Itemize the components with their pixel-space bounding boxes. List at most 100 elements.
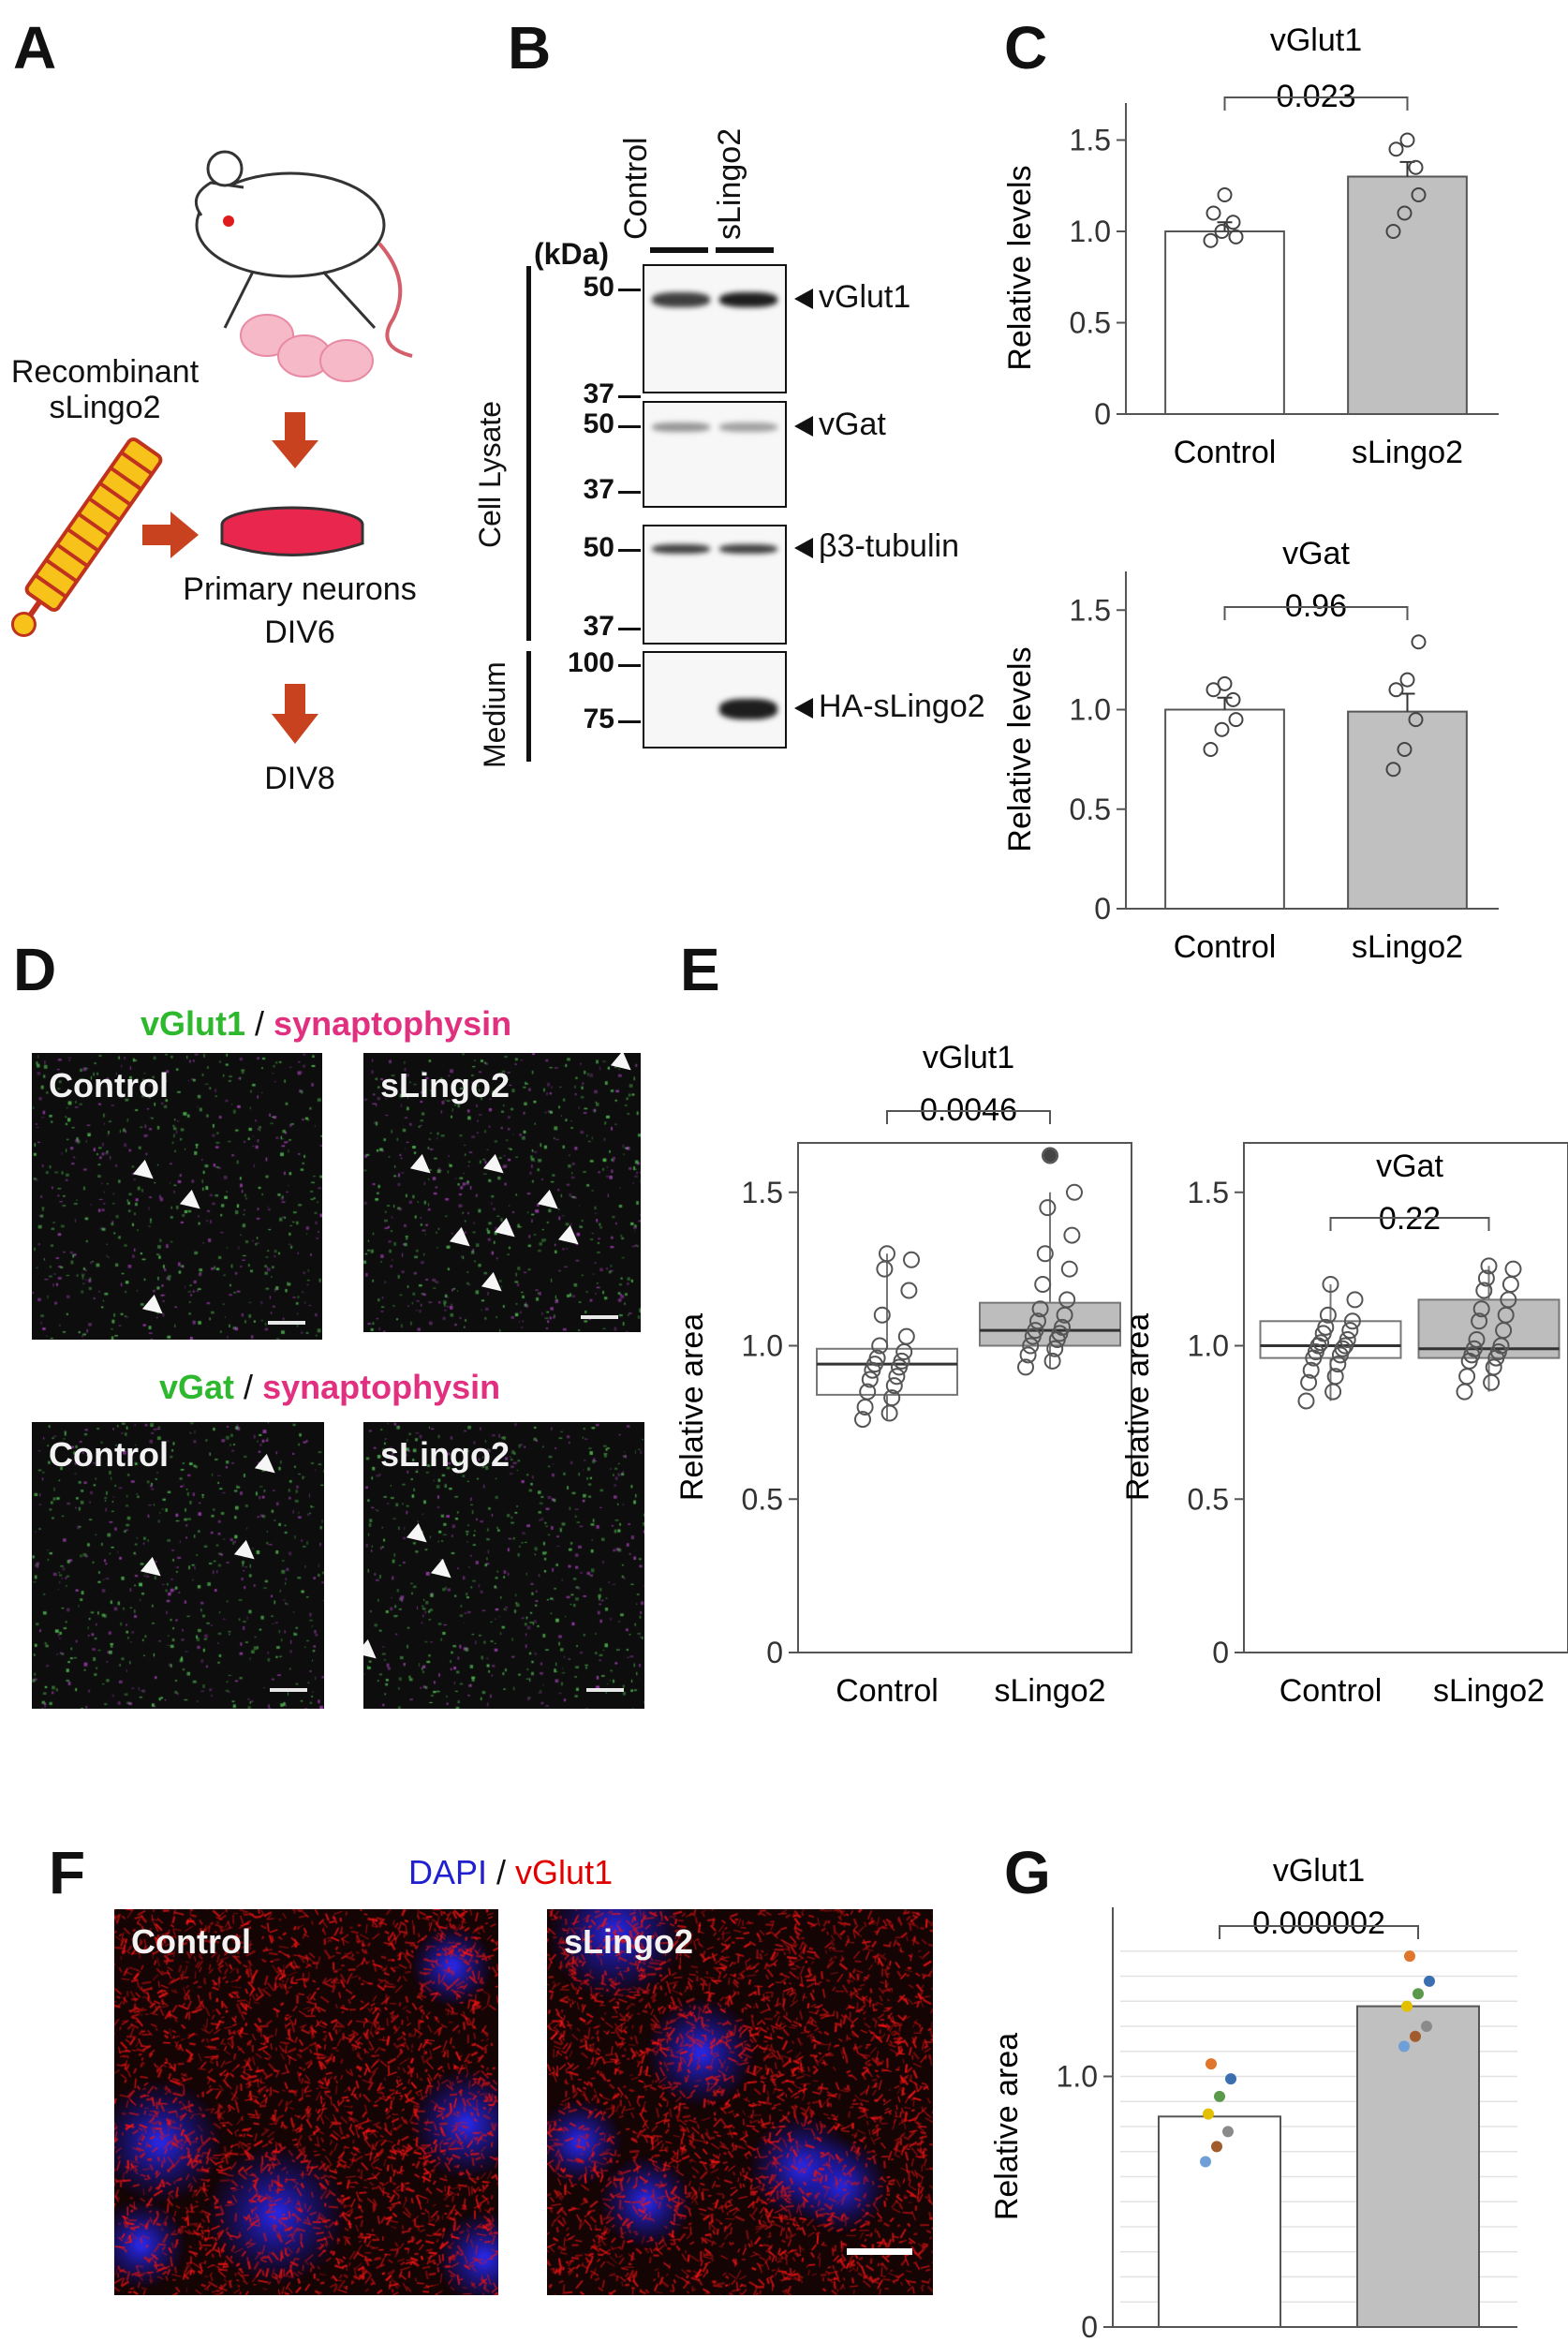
- micrograph-control-vgat: Control: [32, 1422, 324, 1709]
- x-category-label: Control: [1174, 435, 1277, 470]
- y-axis-label: Relative levels: [1002, 165, 1038, 370]
- data-point: [1225, 215, 1241, 230]
- synaptophysin-title: synaptophysin: [262, 1368, 501, 1406]
- bar: [1356, 2005, 1480, 2329]
- data-point: [1339, 1330, 1356, 1348]
- data-point: [1214, 2090, 1225, 2102]
- data-point: [1324, 1383, 1342, 1401]
- panel-letter-a: A: [13, 14, 57, 82]
- lane-bar-slingo2: [716, 247, 774, 253]
- data-point: [1217, 675, 1233, 691]
- x-category-label: Control: [1174, 929, 1277, 965]
- data-point: [903, 1251, 920, 1268]
- mw-marker: 50: [583, 408, 614, 439]
- micrograph-control-dapi-vglut1: Control: [114, 1909, 498, 2295]
- data-point: [1228, 229, 1244, 245]
- data-point: [1401, 2000, 1413, 2012]
- pointer-triangle-icon: [794, 698, 813, 719]
- blot-membrane: [643, 401, 787, 508]
- bar: [1158, 2115, 1281, 2329]
- data-point: [1312, 1334, 1330, 1352]
- data-point: [1054, 1318, 1071, 1336]
- data-point: [1388, 141, 1404, 157]
- data-point: [879, 1245, 895, 1263]
- culture-dish-icon: [220, 506, 364, 556]
- scale-bar: [268, 1321, 305, 1325]
- div6-label: DIV6: [264, 615, 335, 650]
- y-tick-label: 0: [1081, 2310, 1098, 2342]
- data-point: [1217, 187, 1233, 202]
- data-point: [880, 1404, 898, 1422]
- blot-band: [719, 422, 777, 432]
- data-point: [1411, 187, 1427, 202]
- data-point: [1017, 1358, 1034, 1376]
- data-point: [1326, 1368, 1344, 1386]
- arrow-right-icon: [142, 511, 199, 558]
- data-point: [1031, 1300, 1049, 1318]
- data-point: [1456, 1383, 1473, 1401]
- data-point: [1317, 1318, 1335, 1336]
- mw-marker: 50: [583, 532, 614, 563]
- data-point: [1399, 132, 1415, 148]
- data-point: [1214, 224, 1230, 239]
- micrograph-slingo2-vgat: sLingo2: [363, 1422, 644, 1709]
- data-point: [1046, 1340, 1064, 1357]
- micrograph-signal: [363, 1053, 641, 1332]
- data-point: [1203, 742, 1219, 757]
- data-point: [1039, 1199, 1057, 1217]
- mw-tick: [618, 289, 641, 291]
- data-point: [1385, 224, 1401, 239]
- p-value-label: 0.000002: [1252, 1905, 1385, 1941]
- scale-bar: [586, 1688, 624, 1692]
- y-tick-label: 1.5: [1070, 124, 1111, 157]
- micrograph-slingo2-vglut1: sLingo2: [363, 1053, 641, 1332]
- data-point: [1483, 1373, 1501, 1391]
- x-category-label: Control: [836, 1673, 939, 1709]
- data-point: [1036, 1245, 1054, 1263]
- data-point: [1214, 721, 1230, 737]
- panel-letter-c: C: [1004, 14, 1048, 82]
- data-point: [1424, 1975, 1435, 1987]
- bar: [1164, 230, 1285, 415]
- data-point: [893, 1352, 910, 1370]
- data-point: [1203, 2108, 1214, 2120]
- data-point: [1300, 1373, 1318, 1391]
- data-point: [1388, 682, 1404, 698]
- data-point: [1206, 682, 1221, 698]
- pointer-triangle-icon: [794, 289, 813, 309]
- data-point: [1042, 1147, 1058, 1164]
- cell-lysate-bracket: [526, 266, 531, 641]
- data-point: [1329, 1356, 1347, 1373]
- lane-bar-control: [650, 247, 708, 253]
- mw-marker: 50: [583, 272, 614, 303]
- data-point: [1200, 2156, 1211, 2168]
- data-point: [1203, 232, 1219, 248]
- y-axis-label: Relative levels: [1002, 646, 1038, 852]
- y-tick-label: 1.5: [742, 1176, 783, 1209]
- mw-tick: [618, 720, 641, 723]
- data-point: [1413, 1988, 1424, 2000]
- y-tick-label: 1.0: [1070, 215, 1111, 248]
- div8-label: DIV8: [264, 761, 335, 796]
- data-point: [1408, 712, 1424, 728]
- data-point: [1408, 159, 1424, 175]
- chart-title: vGlut1: [1270, 22, 1362, 58]
- recombinant-line2: sLingo2: [49, 390, 161, 425]
- micrograph-signal: [32, 1053, 322, 1340]
- data-point: [1458, 1368, 1476, 1386]
- y-tick-label: 1.0: [1070, 693, 1111, 727]
- data-point: [1228, 712, 1244, 728]
- blot-label: β3-tubulin: [794, 528, 959, 565]
- mw-tick: [618, 491, 641, 494]
- chart-title: vGlut1: [1273, 1853, 1365, 1889]
- data-point: [1334, 1340, 1352, 1357]
- y-tick-label: 0.5: [742, 1482, 783, 1516]
- y-tick-label: 1.5: [1188, 1176, 1229, 1209]
- data-point: [1421, 2021, 1432, 2032]
- x-category-label: sLingo2: [1433, 1673, 1545, 1709]
- vglut1-title: vGlut1: [141, 1004, 246, 1043]
- bar: [1347, 175, 1468, 415]
- title-separator: /: [245, 1004, 274, 1043]
- vgat-title: vGat: [159, 1368, 235, 1406]
- data-point: [1385, 762, 1401, 778]
